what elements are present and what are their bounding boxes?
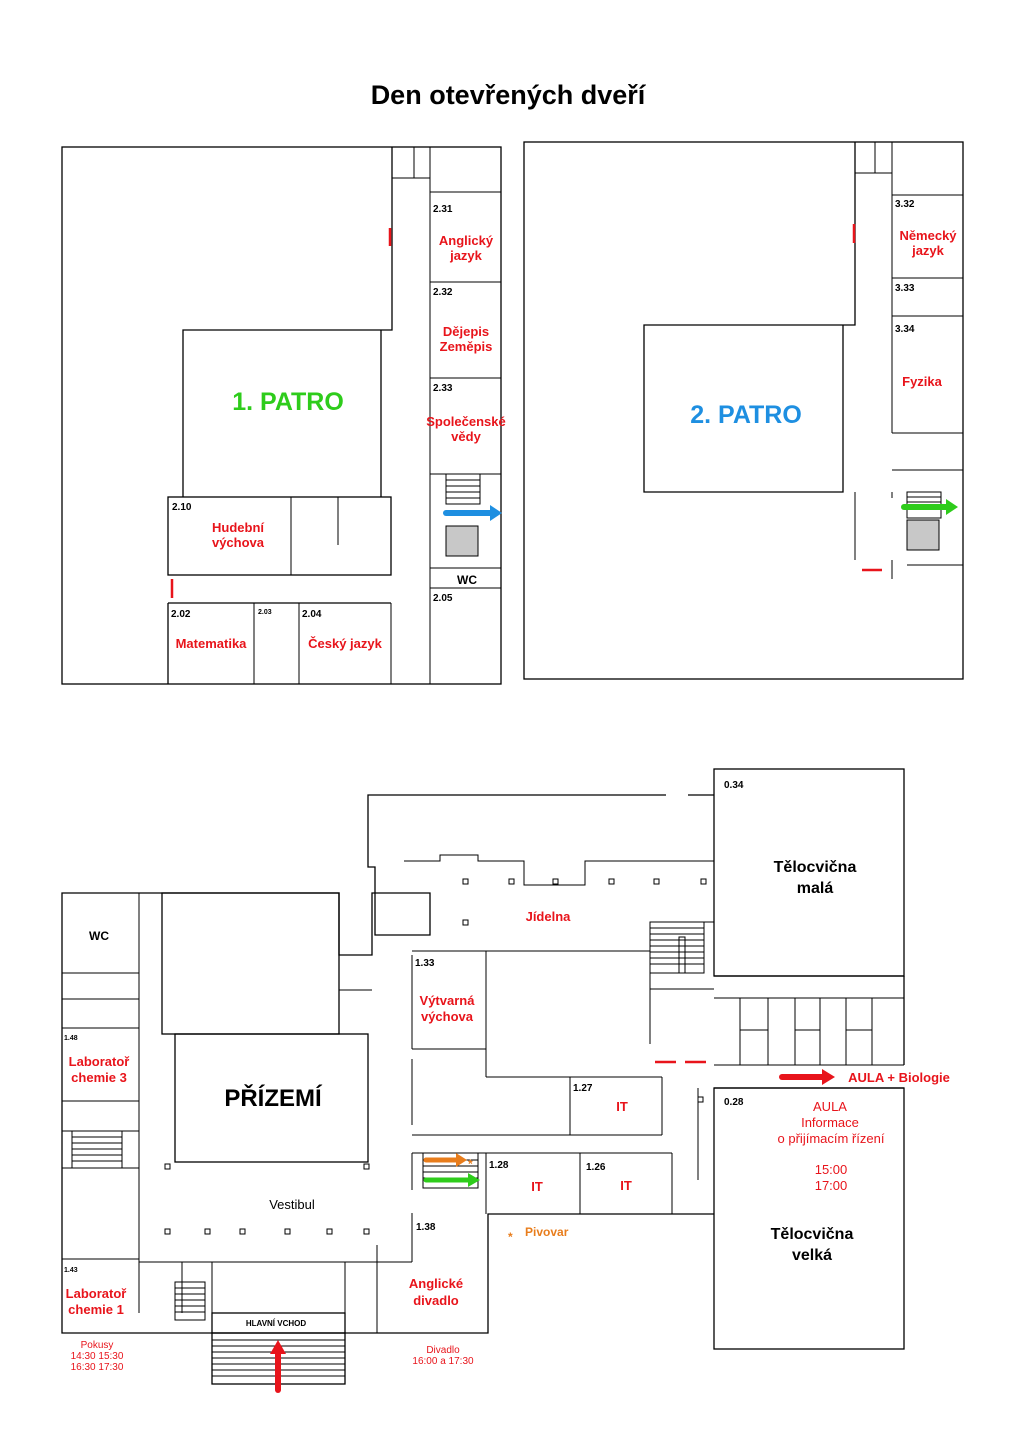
- room-label: výchova: [421, 1009, 474, 1024]
- room-label: Hudební: [212, 520, 264, 535]
- star-icon: *: [468, 1157, 473, 1171]
- pokusy-note: 14:30 15:30: [71, 1351, 124, 1362]
- floor1-plan: [61, 146, 502, 685]
- pivovar-label: Pivovar: [525, 1225, 569, 1239]
- aula-arrow-label: AULA + Biologie: [848, 1070, 950, 1085]
- room-label: velká: [792, 1247, 832, 1264]
- room-number: 2.32: [433, 287, 453, 298]
- floor2-label: 2. PATRO: [690, 401, 802, 429]
- room-number: 1.38: [416, 1222, 436, 1233]
- divadlo-note: 16:00 a 17:30: [412, 1356, 474, 1367]
- room-number: 1.43: [64, 1267, 78, 1274]
- room-label: chemie 3: [71, 1070, 127, 1085]
- room-label: Laboratoř: [66, 1286, 128, 1301]
- room-label: Německý: [899, 228, 957, 243]
- vestibul-label: Vestibul: [269, 1197, 315, 1212]
- room-label: divadlo: [413, 1293, 459, 1308]
- aula-info: AULA: [813, 1099, 847, 1114]
- room-label: Český jazyk: [308, 636, 382, 651]
- room-label: IT: [620, 1178, 632, 1193]
- star-icon: *: [508, 1230, 513, 1244]
- aula-time: 15:00: [815, 1162, 848, 1177]
- room-number: 2.05: [433, 593, 453, 604]
- room-label: Zeměpis: [440, 339, 493, 354]
- room-label: jazyk: [911, 243, 945, 258]
- room-number: 3.34: [895, 324, 915, 335]
- room-number: 1.33: [415, 958, 435, 969]
- room-number: 2.31: [433, 204, 453, 215]
- ground-floor-plan: [61, 768, 905, 1393]
- room-label: Laboratoř: [69, 1054, 131, 1069]
- page-title: Den otevřených dveří: [371, 80, 647, 110]
- aula-info: o přijímacím řízení: [778, 1131, 885, 1146]
- room-label: Jídelna: [526, 909, 572, 924]
- room-number: 1.48: [64, 1035, 78, 1042]
- aula-time: 17:00: [815, 1178, 848, 1193]
- room-number: 0.34: [724, 780, 744, 791]
- room-number: 2.33: [433, 383, 453, 394]
- room-label: Anglický: [439, 233, 494, 248]
- room-number: 2.02: [171, 609, 191, 620]
- room-label: výchova: [212, 535, 265, 550]
- room-label: Anglické: [409, 1276, 463, 1291]
- room-label: jazyk: [449, 248, 483, 263]
- room-label: Tělocvična: [771, 1226, 854, 1243]
- floor2-plan: [523, 141, 964, 680]
- room-number: 2.03: [258, 609, 272, 616]
- room-number: 2.10: [172, 502, 192, 513]
- ground-floor-label: PŘÍZEMÍ: [224, 1084, 323, 1112]
- room-label: chemie 1: [68, 1302, 124, 1317]
- room-label: IT: [616, 1099, 628, 1114]
- room-label: Tělocvična: [774, 859, 857, 876]
- wc-label: WC: [89, 929, 109, 943]
- room-label: Výtvarná: [420, 993, 476, 1008]
- aula-info: Informace: [801, 1115, 859, 1130]
- room-number: 1.27: [573, 1083, 593, 1094]
- divadlo-note: Divadlo: [426, 1345, 460, 1356]
- room-label: Dějepis: [443, 324, 489, 339]
- room-number: 2.04: [302, 609, 322, 620]
- floor1-label: 1. PATRO: [232, 388, 344, 416]
- room-label: IT: [531, 1179, 543, 1194]
- room-number: 1.26: [586, 1162, 606, 1173]
- room-number: 1.28: [489, 1160, 509, 1171]
- room-label: vědy: [451, 429, 481, 444]
- room-number: 0.28: [724, 1097, 744, 1108]
- room-label: Fyzika: [902, 374, 943, 389]
- room-label: malá: [797, 880, 834, 897]
- pokusy-note: Pokusy: [81, 1340, 114, 1351]
- room-number: 3.32: [895, 199, 915, 210]
- entrance-label: HLAVNÍ VCHOD: [246, 1319, 307, 1328]
- pokusy-note: 16:30 17:30: [71, 1362, 124, 1373]
- room-number: 3.33: [895, 283, 915, 294]
- room-label: Matematika: [176, 636, 248, 651]
- wc-label: WC: [457, 573, 477, 587]
- room-label: Společenské: [426, 414, 506, 429]
